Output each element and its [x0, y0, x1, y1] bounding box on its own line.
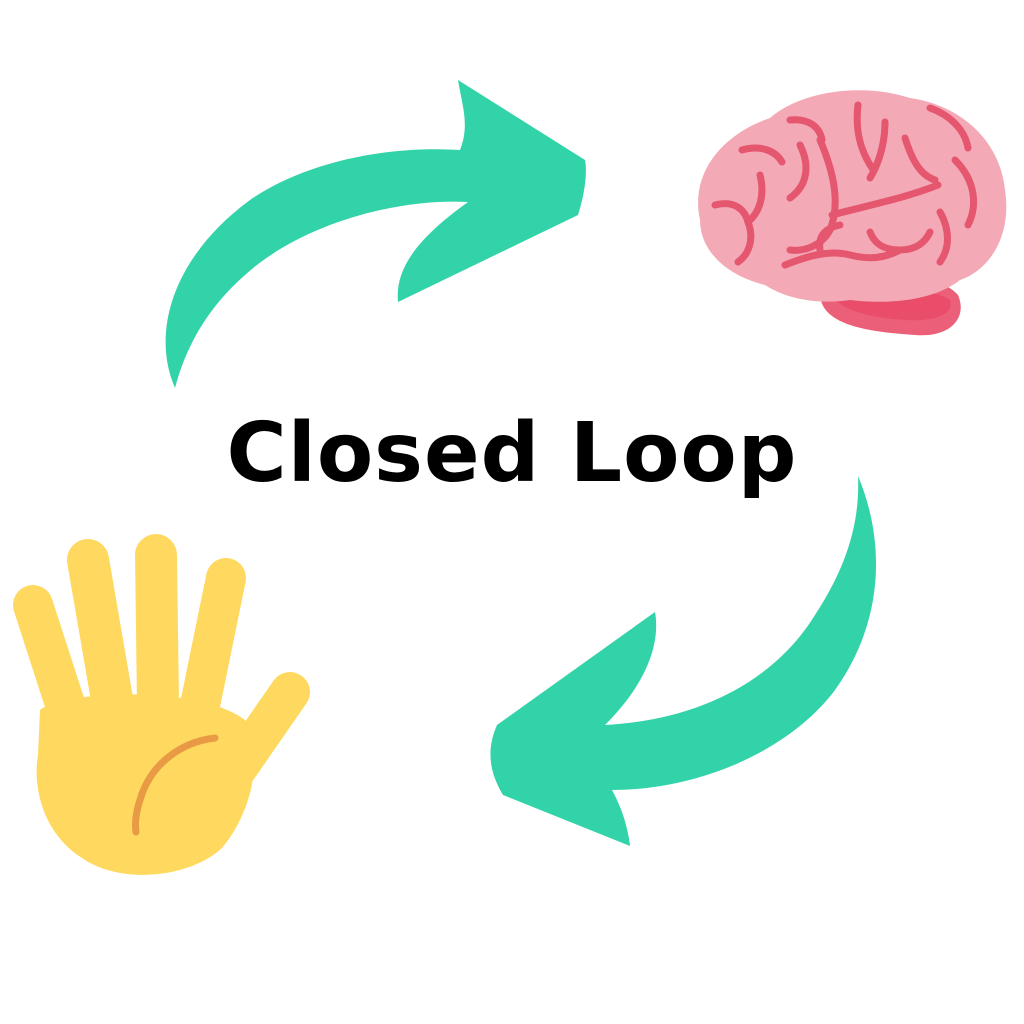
- brain-icon: [698, 90, 1007, 336]
- diagram-title: Closed Loop: [226, 406, 798, 501]
- curved-arrow-right-icon: [165, 80, 586, 388]
- curved-arrow-left-icon: [490, 476, 877, 846]
- raised-hand-icon: [13, 534, 310, 875]
